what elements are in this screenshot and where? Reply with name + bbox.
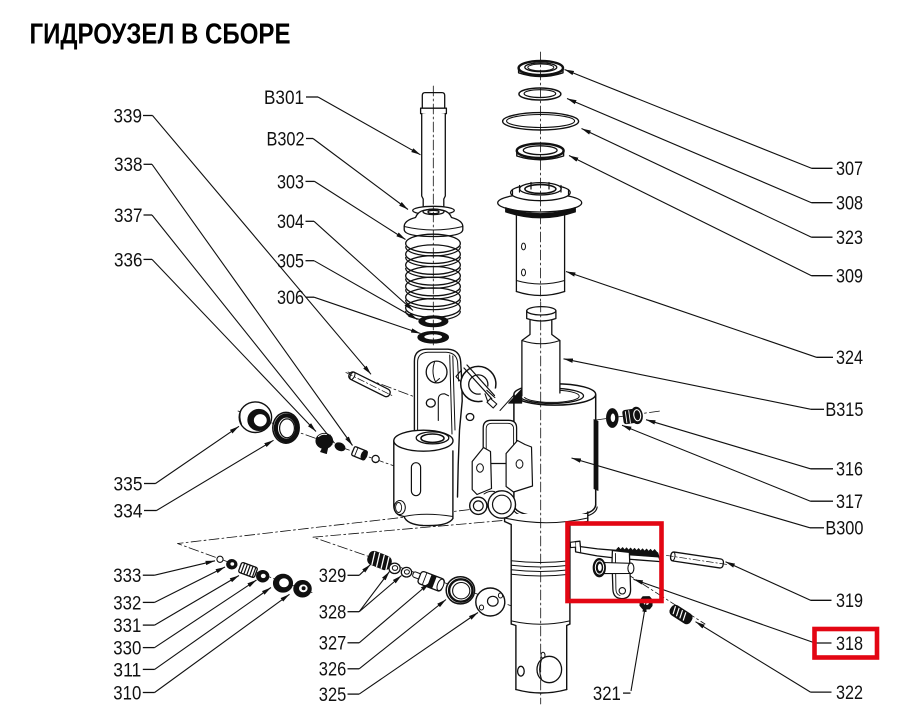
svg-text:B301: B301 [264, 87, 304, 109]
svg-text:311: 311 [113, 659, 141, 681]
svg-text:339: 339 [114, 106, 143, 128]
svg-text:323: 323 [836, 227, 863, 249]
svg-text:318: 318 [836, 633, 863, 655]
svg-text:310: 310 [113, 683, 141, 705]
svg-text:329: 329 [319, 565, 347, 587]
svg-text:330: 330 [113, 638, 141, 660]
svg-text:326: 326 [319, 659, 347, 681]
svg-text:306: 306 [277, 287, 304, 309]
svg-text:331: 331 [113, 615, 141, 637]
svg-text:303: 303 [277, 171, 304, 193]
svg-text:336: 336 [114, 249, 143, 271]
svg-text:309: 309 [836, 266, 863, 288]
svg-text:316: 316 [836, 459, 863, 481]
svg-text:338: 338 [114, 154, 143, 176]
svg-text:327: 327 [319, 633, 347, 655]
svg-text:322: 322 [836, 682, 863, 704]
svg-text:305: 305 [277, 251, 304, 273]
svg-text:ГИДРОУЗЕЛ В СБОРЕ: ГИДРОУЗЕЛ В СБОРЕ [30, 19, 291, 51]
svg-text:B300: B300 [825, 518, 863, 540]
svg-text:308: 308 [836, 193, 863, 215]
svg-text:304: 304 [277, 211, 304, 233]
svg-text:321: 321 [593, 683, 621, 705]
svg-text:B315: B315 [825, 399, 863, 421]
svg-text:317: 317 [836, 491, 863, 513]
svg-text:B302: B302 [267, 129, 305, 151]
svg-text:325: 325 [319, 684, 347, 706]
svg-text:337: 337 [114, 205, 143, 227]
svg-text:328: 328 [319, 602, 347, 624]
svg-text:319: 319 [836, 590, 863, 612]
svg-text:324: 324 [836, 347, 863, 369]
svg-text:332: 332 [113, 592, 141, 614]
svg-text:334: 334 [114, 500, 143, 522]
svg-text:307: 307 [836, 158, 863, 180]
svg-text:333: 333 [113, 565, 141, 587]
svg-text:335: 335 [114, 473, 143, 495]
